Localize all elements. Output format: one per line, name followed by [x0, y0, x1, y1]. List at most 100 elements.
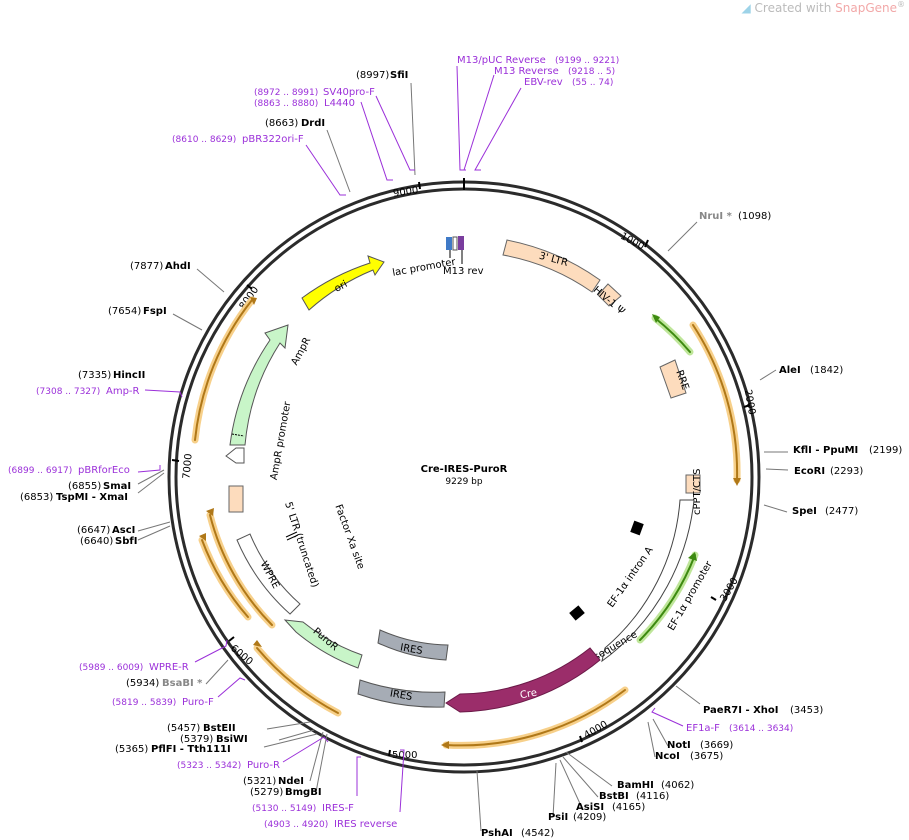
site-spei: SpeI	[792, 506, 817, 517]
site-ncoi-pos: (3675)	[690, 751, 723, 762]
site-paer7i-xhoi: PaeR7I - XhoI	[703, 705, 779, 716]
primer-m13-reverse: M13 Reverse	[494, 66, 559, 77]
label-cppt: cPPT/CTS	[692, 469, 703, 515]
site-bstbi: BstBI	[599, 791, 629, 802]
primer-m13puc-reverse: M13/pUC Reverse	[457, 55, 546, 66]
site-sfii-pos: (8997)	[356, 70, 389, 81]
site-bsabi-pos: (5934)	[126, 678, 159, 689]
tick-2000: 2000	[742, 389, 757, 416]
site-paer7i-xhoi-pos: (3453)	[790, 705, 823, 716]
label-ires-outer: IRES	[389, 688, 413, 703]
primer-amp-r: Amp-R	[106, 386, 140, 397]
site-noti-pos: (3669)	[700, 740, 733, 751]
primer-ebv-rev-range: (55 .. 74)	[572, 78, 613, 88]
orf-arrows	[191, 296, 741, 749]
watermark-reg: ®	[897, 0, 905, 9]
feature-cre: Cre	[445, 647, 601, 713]
primer-ef1a-f: EF1a-F	[686, 723, 720, 734]
site-ncoi: NcoI	[655, 751, 680, 762]
site-bsiwi: BsiWI	[216, 734, 248, 745]
primer-sv40pro-f: SV40pro-F	[323, 87, 375, 98]
feature-puror: PuroR	[283, 619, 363, 669]
leader-lines	[137, 82, 789, 832]
label-factor-xa: Factor Xa site	[332, 503, 366, 571]
primer-ires-reverse: IRES reverse	[334, 819, 397, 830]
orf-arrowheads-green	[652, 314, 697, 561]
label-5ltr: 5' LTR (truncated)	[282, 501, 320, 589]
site-psii: PsiI	[548, 812, 568, 823]
primer-labels: M13/pUC Reverse (9199 .. 9221) M13 Rever…	[8, 55, 793, 830]
primer-l4440-range: (8863 .. 8880)	[254, 99, 318, 109]
restriction-sites: (8997) SfiI (8663) DrdI NruI * (1098) (7…	[20, 70, 902, 839]
site-asci-pos: (6647)	[77, 525, 110, 536]
site-drdi-pos: (8663)	[265, 118, 298, 129]
primer-pbrforeco: pBRforEco	[78, 465, 130, 476]
primer-ires-f: IRES-F	[322, 803, 354, 814]
site-sfii: SfiI	[390, 70, 408, 81]
site-bsabi: BsaBI *	[162, 678, 203, 689]
tick-6000: 6000	[228, 643, 255, 668]
primer-ebv-rev: EBV-rev	[524, 77, 563, 88]
site-drdi: DrdI	[301, 118, 325, 129]
primer-puro-f: Puro-F	[182, 697, 214, 708]
primer-wpre-r-range: (5989 .. 6009)	[79, 663, 143, 673]
primer-pbr322ori-f: pBR322ori-F	[242, 134, 304, 145]
primer-pbrforeco-range: (6899 .. 6917)	[8, 466, 72, 476]
site-nrui-pos: (1098)	[738, 211, 771, 222]
site-asisi: AsiSI	[576, 802, 604, 813]
site-ndei: NdeI	[278, 776, 304, 787]
site-hincii-pos: (7335)	[78, 370, 111, 381]
primer-pbr322ori-f-range: (8610 .. 8629)	[172, 135, 236, 145]
watermark-prefix: Created with	[754, 1, 836, 15]
tick-7000: 7000	[181, 453, 194, 479]
site-ecori-pos: (2293)	[830, 466, 863, 477]
site-spei-pos: (2477)	[825, 506, 858, 517]
feature-lac-promoter: lac promoter M13 rev	[392, 236, 484, 279]
site-alei: AleI	[779, 365, 801, 376]
watermark-brand: SnapGene	[835, 1, 897, 15]
feature-rre: RRE	[659, 359, 691, 399]
primer-puro-r-range: (5323 .. 5342)	[177, 761, 241, 771]
feature-ires-inner: IRES	[377, 629, 449, 661]
site-kfli-ppumi-pos: (2199)	[869, 445, 902, 456]
site-bamhi: BamHI	[617, 780, 654, 791]
feature-cppt: cPPT/CTS	[685, 469, 703, 515]
plasmid-name: Cre-IRES-PuroR	[421, 464, 508, 475]
label-cre: Cre	[519, 688, 538, 702]
site-nrui: NruI *	[699, 211, 733, 222]
tick-4000: 4000	[582, 719, 610, 741]
site-ndei-pos: (5321)	[243, 776, 276, 787]
site-fspi: FspI	[143, 306, 167, 317]
site-pflfi-tth111i-pos: (5365)	[115, 744, 148, 755]
site-asci: AscI	[112, 525, 135, 536]
site-noti: NotI	[667, 740, 691, 751]
site-fspi-pos: (7654)	[108, 306, 141, 317]
site-alei-pos: (1842)	[810, 365, 843, 376]
primer-m13-reverse-range: (9218 .. 5)	[568, 67, 615, 77]
label-ampr: AmpR	[289, 336, 313, 368]
site-pflfi-tth111i: PflFI - Tth111I	[151, 744, 231, 755]
site-bmgbi: BmgBI	[285, 787, 322, 798]
snapgene-logo-icon: ◢	[741, 1, 751, 15]
tick-5000: 5000	[392, 750, 417, 761]
feature-ori: ori	[301, 255, 385, 311]
site-bsteii: BstEII	[203, 723, 236, 734]
position-ticks	[171, 181, 751, 757]
site-bmgbi-pos: (5279)	[250, 787, 283, 798]
primer-ef1a-f-range: (3614 .. 3634)	[729, 724, 793, 734]
feature-ampr: AmpR	[229, 324, 313, 446]
feature-hiv-psi: HIV-1 Ψ	[591, 283, 627, 317]
primer-m13puc-reverse-range: (9199 .. 9221)	[555, 56, 619, 66]
site-pshai: PshAI	[481, 828, 513, 839]
site-asisi-pos: (4165)	[612, 802, 645, 813]
primer-l4440: L4440	[324, 98, 355, 109]
orf-arrowheads	[199, 297, 741, 749]
label-ampr-promoter: AmpR promoter	[269, 400, 294, 481]
site-tspmi-xmai-pos: (6853)	[20, 492, 53, 503]
site-sbfi-pos: (6640)	[80, 536, 113, 547]
site-kfli-ppumi: KflI - PpuMI	[793, 445, 858, 456]
label-m13-rev: M13 rev	[443, 266, 484, 277]
primer-ires-f-range: (5130 .. 5149)	[252, 804, 316, 814]
site-bsiwi-pos: (5379)	[180, 734, 213, 745]
